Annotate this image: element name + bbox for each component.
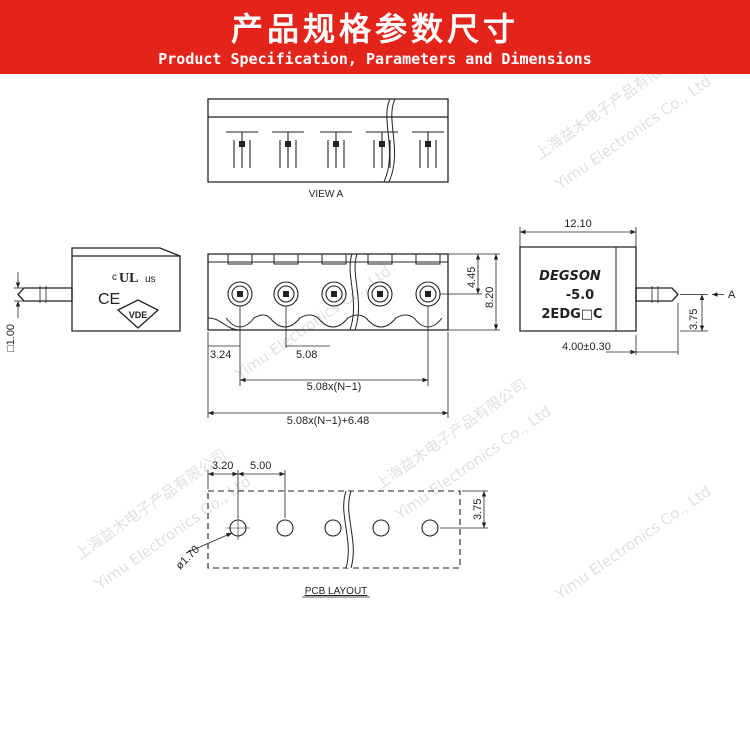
title-english: Product Specification, Parameters and Di… [158,50,592,68]
ul-logo: UL [119,271,138,286]
watermark: 上海益木电子产品有限公司 Yimu Electronics Co., Ltd 上… [72,74,714,604]
watermark-en-5: Yimu Electronics Co., Ltd [551,482,714,604]
dim-pin-length: 4.00±0.30 [562,341,611,353]
title-chinese: 产品规格参数尺寸 [230,10,519,48]
view-a-arrow-label: A [728,289,736,301]
pin-square-dim [14,272,24,318]
dim-hole-diameter: ø1.70 [174,544,202,572]
vde-mark: VDE [129,310,148,320]
front-dims [207,253,500,418]
dim-pcb-pitch: 5.00 [250,460,271,472]
dim-height-top: 4.45 [466,267,478,288]
technical-drawing: 上海益木电子产品有限公司 Yimu Electronics Co., Ltd 上… [5,74,736,604]
pcb-layout [207,490,461,569]
left-side-view [17,247,181,332]
ce-mark: CE [98,291,120,308]
vde-mark-shape [116,299,160,329]
dim-pcb-edge: 3.20 [212,460,233,472]
header-banner: 产品规格参数尺寸 Product Specification, Paramete… [0,0,750,74]
watermark-en-4: Yimu Electronics Co., Ltd [231,262,394,384]
right-dims [519,227,724,355]
pcb-dims [185,470,488,554]
dim-pitch: 5.08 [296,349,317,361]
dim-pcb-offset: 3.75 [472,499,484,520]
pin-square-value: □1.00 [5,324,17,352]
dim-pin-offset: 3.75 [688,309,700,330]
dim-span: 5.08x(N−1) [307,381,362,393]
dim-edge: 3.24 [210,349,231,361]
ul-c-mark: c [112,272,117,283]
ul-us-mark: us [145,274,156,285]
dim-total: 5.08x(N−1)+6.48 [287,415,370,427]
model-number: 2EDG□C [541,307,602,322]
dim-side-width: 12.10 [564,218,592,230]
pitch-marking: -5.0 [566,288,594,303]
brand-name: DEGSON [539,269,601,284]
dim-height-total: 8.20 [484,287,496,308]
view-a-label: VIEW A [309,189,344,200]
right-side-view [519,246,679,332]
view-a-drawing [207,98,449,183]
pcb-layout-label: PCB LAYOUT [305,586,368,597]
